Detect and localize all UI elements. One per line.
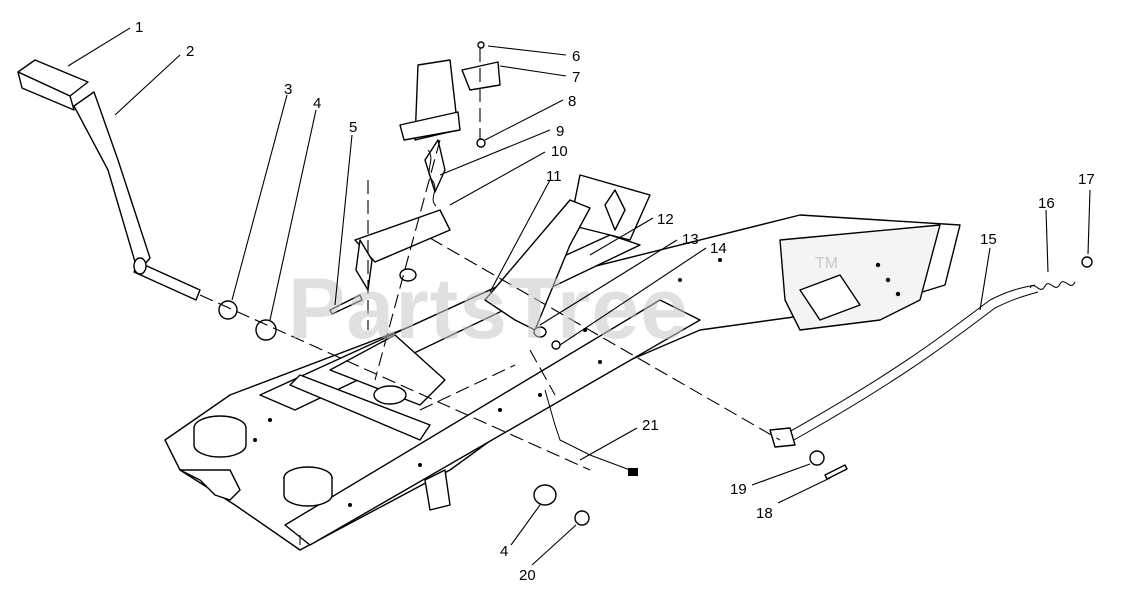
callout-14: 14 — [710, 240, 727, 257]
cable-end — [628, 468, 638, 476]
leader-lines — [67, 27, 1091, 566]
callout-4: 4 — [313, 95, 321, 112]
watermark-text: PartsTree — [288, 261, 689, 357]
cable-21 — [544, 389, 631, 471]
park-lever — [484, 199, 591, 350]
callout-3: 3 — [284, 81, 292, 98]
brake-pedal-arm — [17, 59, 201, 301]
callout-13: 13 — [682, 231, 699, 248]
callout-10: 10 — [551, 143, 568, 160]
callout-19: 19 — [730, 481, 747, 498]
callout-15: 15 — [980, 231, 997, 248]
callout-6: 6 — [572, 48, 580, 65]
callout-8: 8 — [568, 93, 576, 110]
callout-17: 17 — [1078, 171, 1095, 188]
bushings — [218, 300, 590, 526]
callout-20: 20 — [519, 567, 536, 584]
brake-cable-rod — [769, 256, 1093, 480]
callout-5: 5 — [349, 119, 357, 136]
callout-1: 1 — [135, 19, 143, 36]
callout-18: 18 — [756, 505, 773, 522]
upper-bracket-assembly — [354, 41, 501, 291]
callout-9: 9 — [556, 123, 564, 140]
main-frame — [164, 174, 961, 551]
assembly-lines — [199, 48, 781, 471]
callout-2: 2 — [186, 43, 194, 60]
callout-21: 21 — [642, 417, 659, 434]
pin-rod — [329, 294, 363, 315]
callout-12: 12 — [657, 211, 674, 228]
watermark-trademark: TM — [815, 255, 838, 272]
callout-16: 16 — [1038, 195, 1055, 212]
callout-7: 7 — [572, 69, 580, 86]
callout-11: 11 — [546, 168, 562, 185]
callout-4-lower: 4 — [500, 543, 508, 560]
callout-labels: 1 2 3 4 5 6 7 8 9 10 11 12 13 14 15 16 1… — [135, 19, 1095, 584]
